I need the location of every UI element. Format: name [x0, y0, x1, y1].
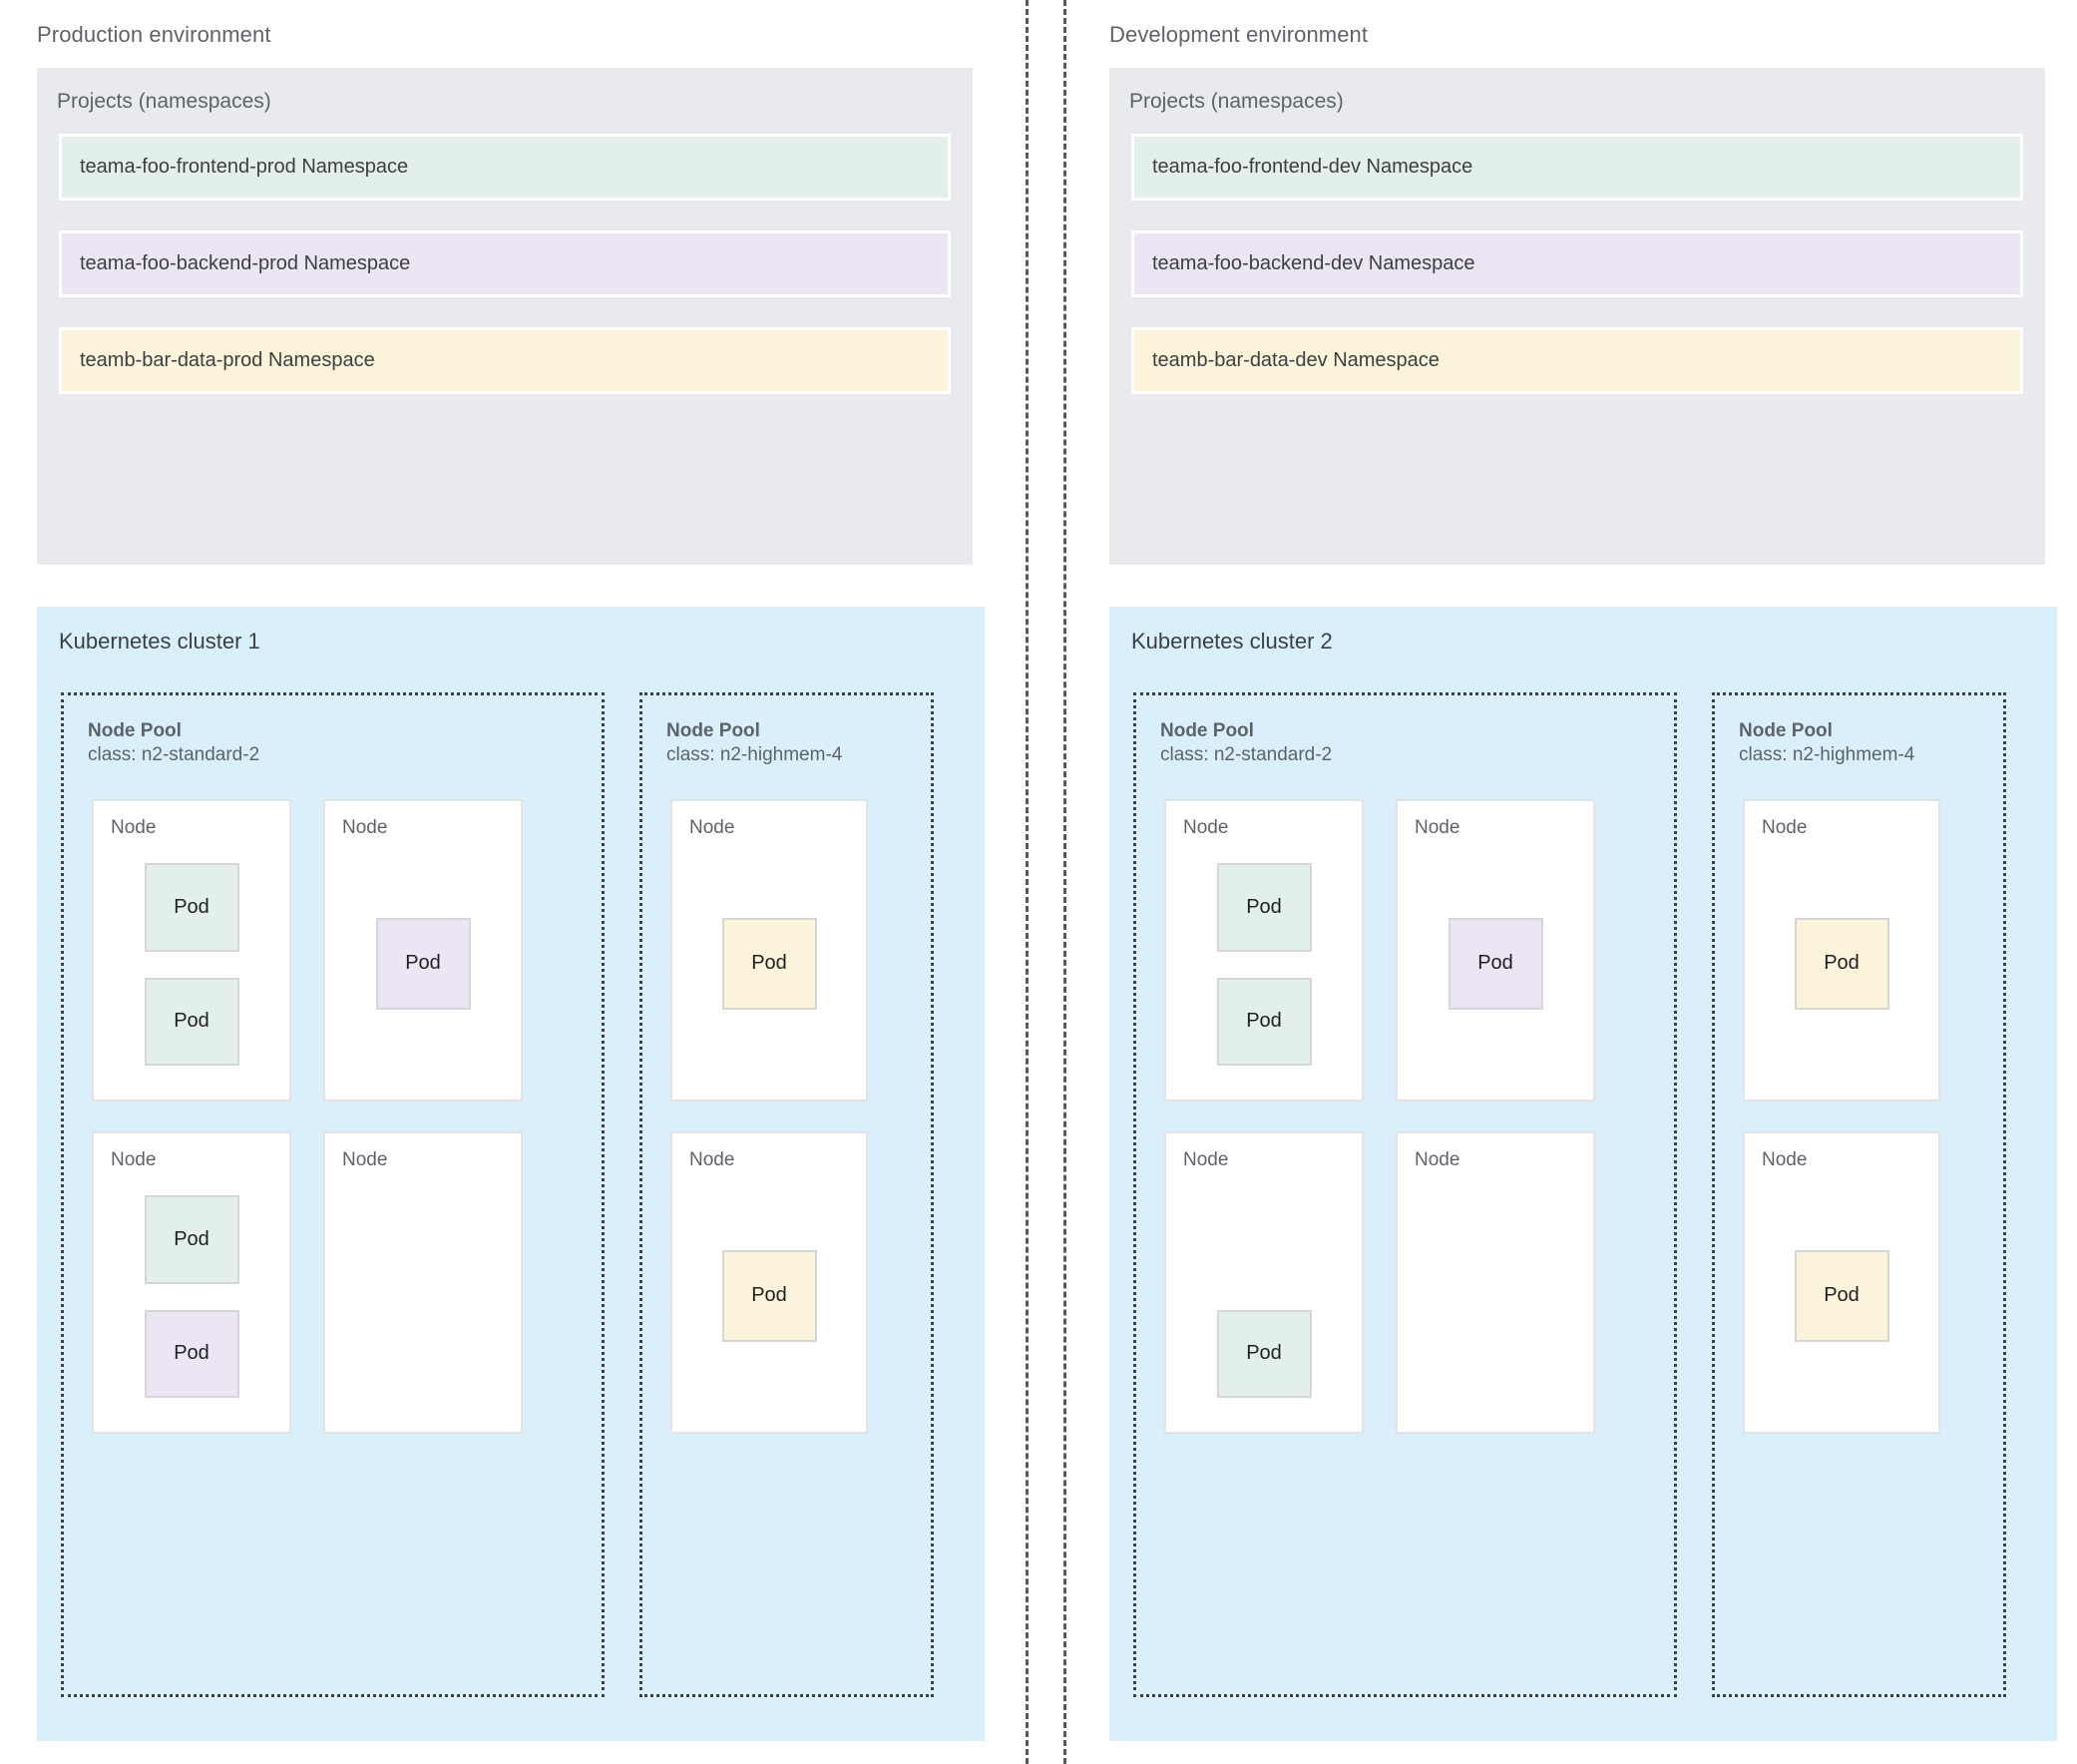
pod-stack: Pod — [325, 857, 521, 1092]
pod[interactable]: Pod — [144, 977, 239, 1066]
projects-panel-title: Projects (namespaces) — [57, 90, 271, 113]
pod-stack: Pod — [1745, 857, 1938, 1092]
node-label: Node — [1415, 1149, 1460, 1170]
node-grid: Node Pod Pod Node Pod — [1164, 799, 1646, 1434]
node[interactable]: Node Pod Pod — [92, 1131, 291, 1434]
pod[interactable]: Pod — [721, 1249, 817, 1342]
node-pool-label: Node Pool class: n2-highmem-4 — [666, 719, 842, 768]
environment-title: Development environment — [1109, 22, 1369, 47]
node-pool-title: Node Pool — [1739, 720, 1833, 741]
node-label: Node — [1762, 817, 1808, 838]
namespace-box[interactable]: teama-foo-frontend-dev Namespace — [1131, 134, 2023, 201]
projects-panel: Projects (namespaces) teama-foo-frontend… — [1109, 68, 2045, 565]
pod[interactable]: Pod — [1448, 917, 1543, 1010]
node-grid: Node Pod Pod Node Pod — [92, 799, 574, 1434]
node[interactable]: Node Pod — [670, 799, 868, 1102]
node-pool-row: Node Pool class: n2-standard-2 Node Pod … — [61, 692, 961, 1697]
node[interactable]: Node Pod — [323, 799, 523, 1102]
node-pool: Node Pool class: n2-highmem-4 Node Pod N… — [639, 692, 934, 1697]
pod[interactable]: Pod — [144, 1195, 239, 1284]
node-pool-class: class: n2-highmem-4 — [666, 744, 843, 766]
kubernetes-cluster-panel: Kubernetes cluster 2 Node Pool class: n2… — [1109, 607, 2057, 1741]
node[interactable]: Node — [323, 1131, 523, 1434]
node[interactable]: Node Pod Pod — [1164, 799, 1364, 1102]
namespace-box[interactable]: teama-foo-backend-dev Namespace — [1131, 230, 2023, 297]
node[interactable]: Node Pod — [1164, 1131, 1364, 1434]
node-label: Node — [1183, 817, 1229, 838]
pod-stack: Pod Pod — [1166, 857, 1362, 1092]
node-pool-title: Node Pool — [88, 720, 182, 741]
namespace-box[interactable]: teama-foo-frontend-prod Namespace — [59, 134, 951, 201]
node-label: Node — [111, 817, 157, 838]
namespace-list: teama-foo-frontend-prod Namespace teama-… — [37, 134, 973, 394]
node-label: Node — [342, 1149, 388, 1170]
pod-stack: Pod — [672, 857, 866, 1092]
node[interactable]: Node Pod — [1743, 1131, 1940, 1434]
node[interactable]: Node Pod — [1743, 799, 1940, 1102]
namespace-box[interactable]: teama-foo-backend-prod Namespace — [59, 230, 951, 297]
pod-stack: Pod — [1166, 1189, 1362, 1424]
pod[interactable]: Pod — [144, 1309, 239, 1398]
node-grid: Node Pod Node Pod — [1743, 799, 1975, 1434]
namespace-box[interactable]: teamb-bar-data-prod Namespace — [59, 327, 951, 394]
node-pool-row: Node Pool class: n2-standard-2 Node Pod … — [1133, 692, 2033, 1697]
pod[interactable]: Pod — [1794, 917, 1889, 1010]
pod-stack: Pod — [672, 1189, 866, 1424]
node-label: Node — [342, 817, 388, 838]
environment-production: Production environment Projects (namespa… — [0, 0, 1026, 1764]
node-label: Node — [1415, 817, 1460, 838]
projects-panel: Projects (namespaces) teama-foo-frontend… — [37, 68, 973, 565]
node-pool-title: Node Pool — [1160, 720, 1254, 741]
node-pool: Node Pool class: n2-highmem-4 Node Pod N… — [1712, 692, 2006, 1697]
pod-stack: Pod Pod — [94, 857, 289, 1092]
node-label: Node — [1762, 1149, 1808, 1170]
node-label: Node — [689, 1149, 735, 1170]
node-grid: Node Pod Node Pod — [670, 799, 903, 1434]
pod-stack: Pod — [1398, 857, 1593, 1092]
pod-stack-empty — [1398, 1189, 1593, 1424]
environment-development: Development environment Projects (namesp… — [1072, 0, 2077, 1764]
pod[interactable]: Pod — [144, 863, 239, 952]
pod[interactable]: Pod — [1216, 977, 1312, 1066]
node-pool-class: class: n2-standard-2 — [88, 744, 260, 766]
node-label: Node — [1183, 1149, 1229, 1170]
namespace-list: teama-foo-frontend-dev Namespace teama-f… — [1109, 134, 2045, 394]
node-pool: Node Pool class: n2-standard-2 Node Pod … — [61, 692, 605, 1697]
environment-divider-line-2 — [1063, 0, 1066, 1764]
node-pool: Node Pool class: n2-standard-2 Node Pod … — [1133, 692, 1677, 1697]
pod[interactable]: Pod — [1794, 1249, 1889, 1342]
cluster-title: Kubernetes cluster 1 — [59, 629, 260, 654]
pod[interactable]: Pod — [1216, 1309, 1312, 1398]
node[interactable]: Node Pod Pod — [92, 799, 291, 1102]
node-pool-class: class: n2-standard-2 — [1160, 744, 1333, 766]
cluster-title: Kubernetes cluster 2 — [1131, 629, 1333, 654]
node-pool-label: Node Pool class: n2-standard-2 — [1160, 719, 1332, 768]
node[interactable]: Node — [1396, 1131, 1595, 1434]
node[interactable]: Node Pod — [670, 1131, 868, 1434]
node[interactable]: Node Pod — [1396, 799, 1595, 1102]
node-pool-title: Node Pool — [666, 720, 760, 741]
environment-divider-line-1 — [1026, 0, 1029, 1764]
pod[interactable]: Pod — [1216, 863, 1312, 952]
environment-title: Production environment — [37, 22, 271, 47]
pod-stack: Pod — [1745, 1189, 1938, 1424]
node-label: Node — [111, 1149, 157, 1170]
pod-stack: Pod Pod — [94, 1189, 289, 1424]
pod[interactable]: Pod — [375, 917, 471, 1010]
namespace-box[interactable]: teamb-bar-data-dev Namespace — [1131, 327, 2023, 394]
node-pool-label: Node Pool class: n2-highmem-4 — [1739, 719, 1914, 768]
node-label: Node — [689, 817, 735, 838]
pod-stack-empty — [325, 1189, 521, 1424]
kubernetes-cluster-panel: Kubernetes cluster 1 Node Pool class: n2… — [37, 607, 985, 1741]
node-pool-class: class: n2-highmem-4 — [1739, 744, 1915, 766]
projects-panel-title: Projects (namespaces) — [1129, 90, 1344, 113]
pod[interactable]: Pod — [721, 917, 817, 1010]
node-pool-label: Node Pool class: n2-standard-2 — [88, 719, 259, 768]
